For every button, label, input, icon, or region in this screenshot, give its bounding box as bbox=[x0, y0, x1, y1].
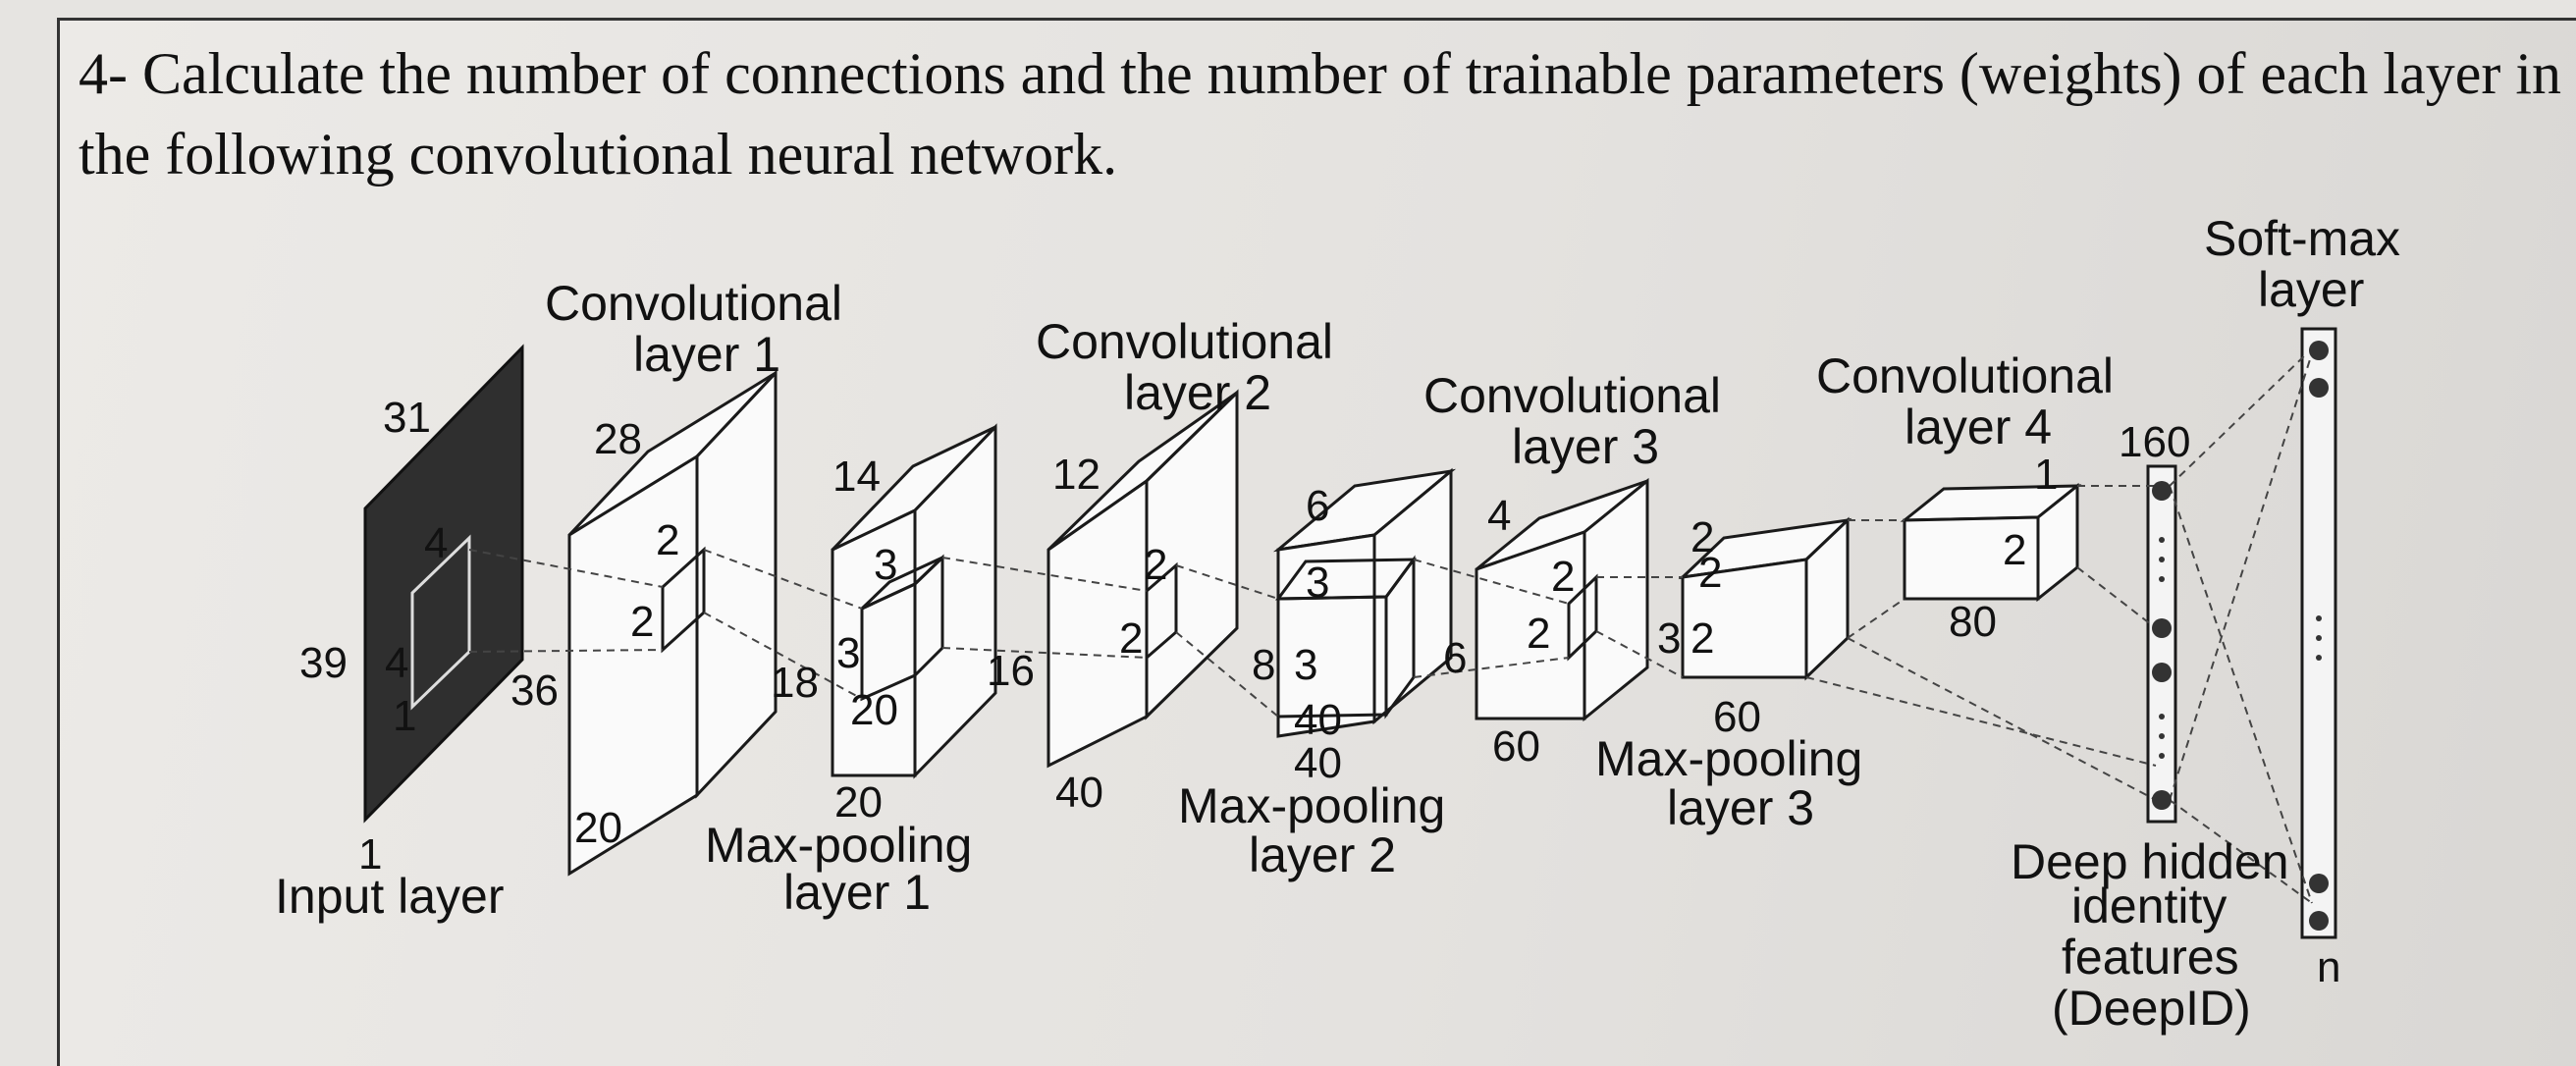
conv4-title: Convolutional bbox=[1816, 348, 2114, 403]
input-kernel bbox=[410, 534, 471, 711]
conv1-kernel-b: 2 bbox=[630, 598, 654, 646]
input-kernel-c: 1 bbox=[393, 692, 416, 740]
conv2-title: Convolutional bbox=[1036, 314, 1333, 369]
pool3-kernel-a: 2 bbox=[1698, 549, 1722, 597]
input-width: 39 bbox=[299, 639, 348, 687]
softmax-count: n bbox=[2317, 943, 2340, 991]
deepid-label-2: identity bbox=[2071, 879, 2227, 933]
conv3-kernel-b: 2 bbox=[1527, 610, 1550, 658]
neuron-dots bbox=[2152, 341, 2329, 931]
pool1-kernel-c: 20 bbox=[850, 686, 898, 734]
pool3-depth: 60 bbox=[1713, 693, 1761, 741]
pool1-kernel-b: 3 bbox=[836, 629, 860, 677]
deepid-label-1: Deep hidden bbox=[2011, 834, 2289, 889]
conv1-kernel-a: 2 bbox=[656, 516, 679, 564]
pool3-title: Max-pooling bbox=[1595, 731, 1862, 786]
pool2-kernel-a: 3 bbox=[1306, 559, 1329, 607]
pool1-subtitle: layer 1 bbox=[783, 865, 931, 920]
pool1-kernel-a: 3 bbox=[874, 541, 897, 589]
softmax-column bbox=[2300, 327, 2337, 939]
conv1-title: Convolutional bbox=[545, 276, 842, 331]
pool2-kernel-b: 3 bbox=[1294, 641, 1317, 689]
pool3-subtitle: layer 3 bbox=[1667, 780, 1814, 835]
conv4-depth: 80 bbox=[1949, 598, 1997, 646]
pool3-width: 3 bbox=[1657, 614, 1681, 663]
input-title: Input layer bbox=[275, 869, 504, 924]
input-height: 31 bbox=[383, 394, 431, 442]
pool2-kernel-c: 40 bbox=[1294, 696, 1342, 744]
conv1-width: 36 bbox=[510, 666, 559, 715]
input-depth: 1 bbox=[358, 830, 382, 879]
pool2-title: Max-pooling bbox=[1178, 778, 1445, 833]
conv1-box bbox=[567, 369, 778, 877]
conv2-kernel-a: 2 bbox=[1144, 541, 1167, 589]
softmax-subtitle: layer bbox=[2258, 262, 2364, 317]
conv2-subtitle: layer 2 bbox=[1124, 365, 1271, 420]
input-image bbox=[363, 344, 524, 824]
conv2-height: 12 bbox=[1052, 451, 1100, 499]
conv2-box bbox=[1046, 389, 1239, 769]
input-kernel-a: 4 bbox=[424, 519, 448, 567]
pool2-subtitle: layer 2 bbox=[1249, 827, 1396, 882]
pool1-depth: 20 bbox=[834, 778, 883, 826]
pool1-width: 18 bbox=[771, 659, 819, 707]
conv2-depth: 40 bbox=[1055, 769, 1103, 817]
conv3-title: Convolutional bbox=[1423, 368, 1721, 423]
conv1-subtitle: layer 1 bbox=[633, 327, 780, 382]
pool2-height: 6 bbox=[1306, 482, 1329, 530]
pool1-title: Max-pooling bbox=[705, 818, 972, 873]
conv4-kernel-b: 2 bbox=[2003, 526, 2026, 574]
conv1-depth: 20 bbox=[574, 804, 622, 852]
input-kernel-b: 4 bbox=[385, 639, 408, 687]
deepid-column bbox=[2146, 464, 2177, 824]
conv2-width: 16 bbox=[987, 647, 1035, 695]
conv1-height: 28 bbox=[594, 415, 642, 463]
conv3-height: 4 bbox=[1487, 492, 1511, 540]
pool3-kernel-b: 2 bbox=[1690, 614, 1714, 663]
conv3-box bbox=[1475, 477, 1649, 722]
pool1-box bbox=[831, 423, 997, 779]
conv2-kernel-b: 2 bbox=[1119, 614, 1143, 663]
deepid-count: 160 bbox=[2119, 418, 2190, 466]
connection-lines bbox=[468, 352, 2313, 904]
question-text: 4- Calculate the number of connections a… bbox=[79, 41, 2561, 187]
conv3-kernel-a: 2 bbox=[1551, 553, 1575, 601]
conv4-box bbox=[1900, 482, 2082, 603]
conv4-kernel-a: 1 bbox=[2034, 451, 2058, 499]
conv3-width: 6 bbox=[1443, 634, 1467, 682]
deepid-label-3: features bbox=[2062, 930, 2239, 985]
pool3-height: 2 bbox=[1690, 513, 1714, 561]
conv4-subtitle: layer 4 bbox=[1905, 400, 2052, 454]
softmax-title: Soft-max bbox=[2204, 211, 2400, 266]
pool1-height: 14 bbox=[832, 453, 881, 501]
deepid-label-4: (DeepID) bbox=[2052, 981, 2251, 1036]
conv3-depth: 60 bbox=[1492, 722, 1540, 771]
conv3-subtitle: layer 3 bbox=[1512, 419, 1659, 474]
pool2-width: 8 bbox=[1252, 641, 1275, 689]
pool2-depth: 40 bbox=[1294, 739, 1342, 787]
pool3-box bbox=[1678, 516, 1852, 681]
